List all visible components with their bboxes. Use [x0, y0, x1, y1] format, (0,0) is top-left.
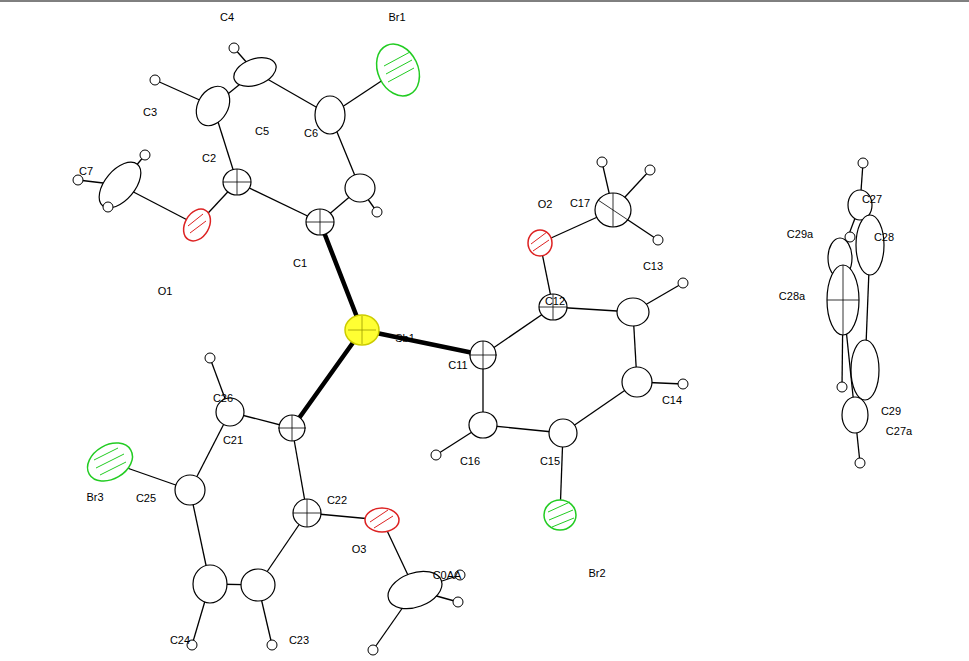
atom-label: C12: [545, 296, 565, 307]
atom-label: C14: [662, 395, 682, 406]
atom-label: O2: [538, 199, 553, 210]
atom-label: C29a: [787, 229, 813, 240]
atom-label: Sb1: [395, 333, 415, 344]
atom-label: C26: [213, 393, 233, 404]
atom-label: Br3: [86, 492, 103, 503]
atom-label: C29: [881, 406, 901, 417]
atom-label: C21: [223, 435, 243, 446]
atom-label: C27: [862, 194, 882, 205]
atom-label: C0AA: [433, 570, 462, 581]
atom-label: C4: [220, 12, 234, 23]
atom-label: C28a: [779, 291, 805, 302]
atom-label: C5: [255, 126, 269, 137]
atom-label: C22: [327, 495, 347, 506]
atom-label: C6: [304, 128, 318, 139]
atom-label: C3: [143, 107, 157, 118]
atom-label: C2: [202, 153, 216, 164]
atom-label: O1: [158, 286, 173, 297]
atom-label: C15: [540, 456, 560, 467]
atom-label: C1: [293, 258, 307, 269]
atom-label: C25: [136, 493, 156, 504]
atom-label: C27a: [886, 426, 912, 437]
atom-label: C28: [874, 232, 894, 243]
atom-label: C13: [643, 261, 663, 272]
atom-label: C16: [460, 456, 480, 467]
atom-label: C23: [289, 635, 309, 646]
atom-label: C24: [170, 635, 190, 646]
atom-label: C17: [570, 198, 590, 209]
atom-label: C7: [79, 166, 93, 177]
atom-label: Br1: [388, 12, 405, 23]
atom-label: C11: [448, 360, 467, 371]
atom-label: Br2: [588, 568, 605, 579]
atom-label: O3: [352, 544, 367, 555]
